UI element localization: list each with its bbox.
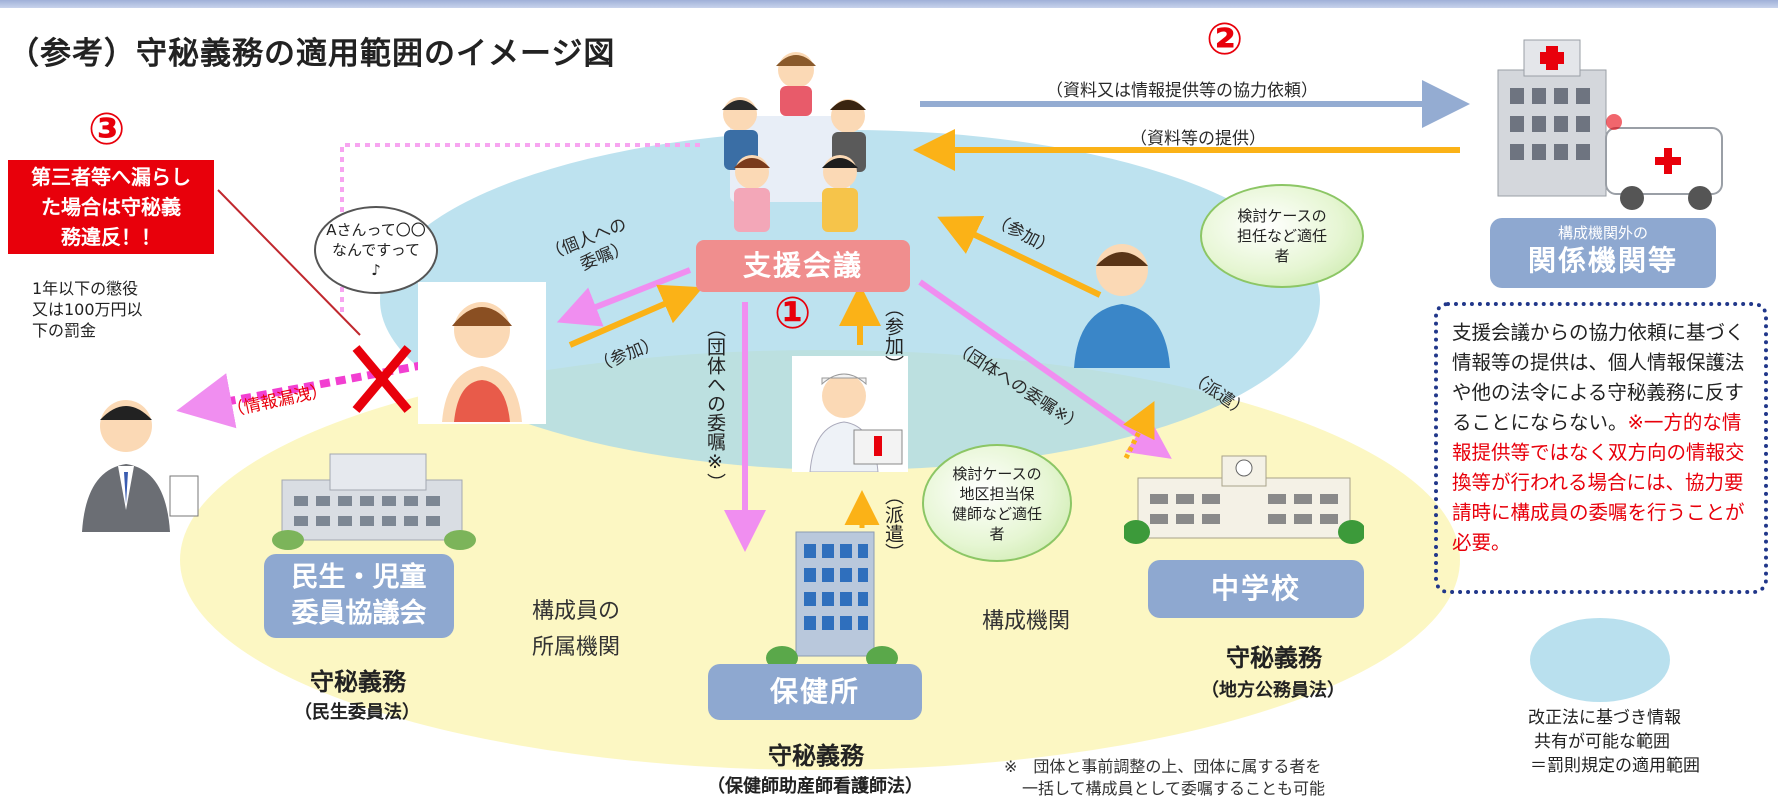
case-teacher-line-2: 担任など適任: [1236, 227, 1327, 245]
member-affiliation-label: 構成員の 所属機関: [532, 594, 620, 666]
component-org-label: 構成機関: [982, 609, 1071, 634]
request-arrow-label: （資料又は情報提供等の協力依頼）: [1046, 81, 1318, 101]
penalty-line-1: 1年以下の懲役: [32, 279, 139, 298]
violation-line-3: 務違反！！: [61, 225, 161, 249]
minsei-law: （民生委員法）: [294, 702, 420, 723]
info-box: 支援会議からの協力依頼に基づく情報等の提供は、個人情報保護法や他の法令による守秘…: [1434, 302, 1768, 594]
page-title: （参考）守秘義務の適用範囲のイメージ図: [8, 36, 616, 72]
case-health-line-4: 者: [989, 525, 1005, 543]
group-commission-vertical-label: （団体への委嘱※）: [704, 318, 726, 492]
meeting-people-illustration: [722, 52, 866, 232]
case-teacher-line-3: 者: [1274, 247, 1290, 265]
case-health-line-2: 地区担当保: [959, 485, 1035, 503]
penalty-text: 1年以下の懲役 又は100万円以 下の罰金: [32, 278, 192, 341]
external-org-label: 構成機関外の 関係機関等: [1490, 218, 1716, 288]
provide-arrow-label: （資料等の提供）: [1130, 129, 1266, 149]
member-affiliation-line-2: 所属機関: [532, 635, 621, 660]
legend-text: 改正法に基づき情報 共有が可能な範囲 ＝罰則規定の適用範囲: [1528, 706, 1700, 778]
external-org-big: 関係機関等: [1527, 244, 1678, 277]
health-center-law: （保健師助産師看護師法）: [707, 776, 923, 797]
businessman-illustration: [82, 400, 199, 532]
speech-line-1: Aさんって〇〇: [326, 221, 426, 239]
health-center-label: 保健所: [708, 664, 922, 720]
minsei-label: 民生・児童 委員協議会: [264, 554, 454, 638]
member-affiliation-line-1: 構成員の: [532, 599, 621, 624]
external-org-small: 構成機関外の: [1557, 224, 1648, 242]
violation-line-1: 第三者等へ漏らし: [31, 165, 191, 189]
support-meeting-label: 支援会議: [696, 240, 910, 292]
legend-blob: [1530, 618, 1670, 702]
speech-bubble: Aさんって〇〇 なんですって ♪: [314, 206, 438, 294]
cross-icon: [352, 345, 412, 413]
individual-commission-arrow: [556, 267, 692, 327]
legend-line-2: 共有が可能な範囲: [1534, 732, 1670, 752]
penalty-line-2: 又は100万円以: [32, 300, 143, 319]
legend-line-1: 改正法に基づき情報: [1528, 708, 1681, 728]
callout-line: [217, 189, 361, 336]
case-health-nurse-bubble: 検討ケースの 地区担当保 健師など適任 者: [922, 444, 1072, 562]
junior-high-label: 中学校: [1148, 560, 1364, 618]
marker-one: ①: [774, 288, 812, 339]
participate-left-arrow: [568, 284, 704, 348]
violation-line-2: た場合は守秘義: [41, 195, 181, 219]
penalty-line-3: 下の罰金: [32, 321, 97, 340]
minsei-line-1: 民生・児童: [291, 562, 427, 593]
hospital-illustration: [1497, 39, 1723, 210]
dispatch-right-arrow: [1123, 401, 1155, 460]
info-normal-text: 支援会議からの協力依頼に基づく情報等の提供は、個人情報保護法や他の法令による守秘…: [1452, 321, 1745, 434]
city-hall-illustration: [272, 453, 476, 550]
participate-vertical-label: （参加）: [882, 298, 904, 374]
footnote: ※ 団体と事前調整の上、団体に属する者を 一括して構成員として委嘱することも可能: [1004, 756, 1325, 800]
case-health-line-3: 健師など適任: [951, 505, 1042, 523]
health-center-building-illustration: [766, 531, 898, 670]
participate-right-arrow: [937, 216, 1102, 298]
person-with-speech-illustration: [418, 282, 546, 424]
junior-high-duty: 守秘義務: [1226, 644, 1322, 672]
group-commission-diag-arrow: [918, 279, 1172, 459]
minsei-duty: 守秘義務: [310, 668, 406, 696]
school-illustration: [1124, 455, 1364, 544]
speech-line-3: ♪: [371, 261, 381, 279]
leak-arrow: [176, 358, 441, 429]
footnote-line-1: ※ 団体と事前調整の上、団体に属する者を: [1004, 757, 1322, 776]
top-bar: [0, 0, 1778, 8]
case-teacher-bubble: 検討ケースの 担任など適任 者: [1200, 184, 1364, 288]
legend-line-3: ＝罰則規定の適用範囲: [1530, 756, 1700, 776]
marker-three: ③: [88, 104, 126, 155]
info-red-text: ※一方的な情報提供等ではなく双方向の情報交換等が行われる場合には、協力要請時に構…: [1452, 411, 1745, 554]
violation-warning-box: 第三者等へ漏らし た場合は守秘義 務違反！！: [8, 160, 214, 254]
junior-high-law: （地方公務員法）: [1201, 680, 1345, 701]
marker-two: ②: [1206, 14, 1244, 65]
nurse-illustration: [792, 356, 908, 472]
case-teacher-line-1: 検討ケースの: [1237, 207, 1327, 225]
health-center-duty: 守秘義務: [768, 742, 864, 770]
case-health-line-1: 検討ケースの: [952, 465, 1042, 483]
footnote-line-2: 一括して構成員として委嘱することも可能: [1022, 779, 1326, 798]
dispatch-vertical-label: （派遣）: [882, 486, 904, 562]
minsei-line-2: 委員協議会: [291, 598, 427, 629]
speech-line-2: なんですって: [332, 241, 420, 259]
teacher-illustration: [1074, 244, 1170, 368]
